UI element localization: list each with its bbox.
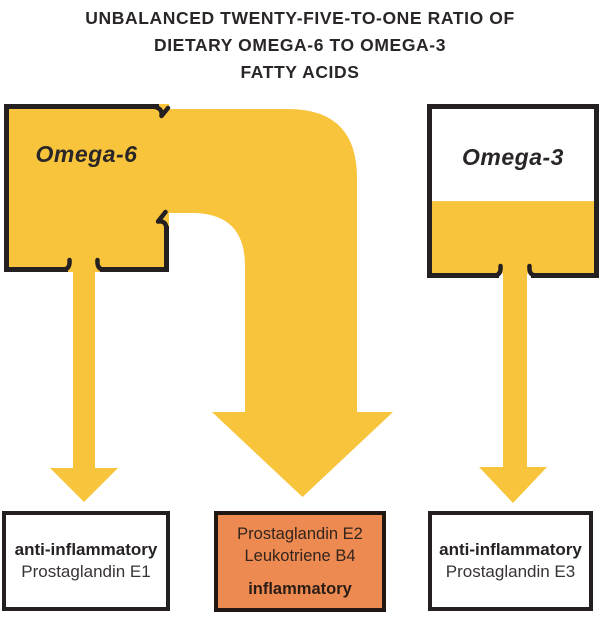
title-line-2: DIETARY OMEGA-6 TO OMEGA-3 xyxy=(153,35,447,55)
outcome-right-line1: anti-inflammatory xyxy=(439,540,582,559)
outcome-right-line2: Prostaglandin E3 xyxy=(445,562,576,581)
outcome-box-pge3: anti-inflammatory Prostaglandin E3 xyxy=(428,511,593,611)
outcome-box-inflammatory: Prostaglandin E2 Leukotriene B4 inflamma… xyxy=(214,511,386,612)
hook-omega6-bottom-right xyxy=(95,257,109,272)
omega6-box-label: Omega-6 xyxy=(35,141,138,167)
omega6-box-border xyxy=(4,104,169,272)
omega3-box-border xyxy=(427,104,599,278)
title-line-1: UNBALANCED TWENTY-FIVE-TO-ONE RATIO OF xyxy=(85,8,515,28)
hook-omega6-bottom-left xyxy=(58,257,72,272)
outcome-left-line1: anti-inflammatory xyxy=(14,540,158,559)
omega3-box-label: Omega-3 xyxy=(462,144,564,170)
hook-omega6-top-right xyxy=(149,104,171,119)
omega3-small-arrow xyxy=(479,260,547,503)
large-flow-arrow xyxy=(150,109,393,497)
omega6-small-arrow xyxy=(50,258,118,502)
outcome-left-line2: Prostaglandin E1 xyxy=(21,562,151,581)
hook-omega3-bottom-left xyxy=(489,263,503,278)
title-line-3: FATTY ACIDS xyxy=(240,62,360,82)
outcome-mid-line3: inflammatory xyxy=(248,580,352,598)
diagram-title: UNBALANCED TWENTY-FIVE-TO-ONE RATIO OF D… xyxy=(0,5,600,86)
outcome-box-pge1: anti-inflammatory Prostaglandin E1 xyxy=(2,511,170,611)
outcome-mid-line2: Leukotriene B4 xyxy=(244,547,356,565)
hook-omega3-bottom-right xyxy=(527,263,541,278)
omega6-fill-level xyxy=(4,104,169,272)
hook-omega6-right-side xyxy=(155,209,169,234)
outcome-mid-line1: Prostaglandin E2 xyxy=(237,525,363,543)
